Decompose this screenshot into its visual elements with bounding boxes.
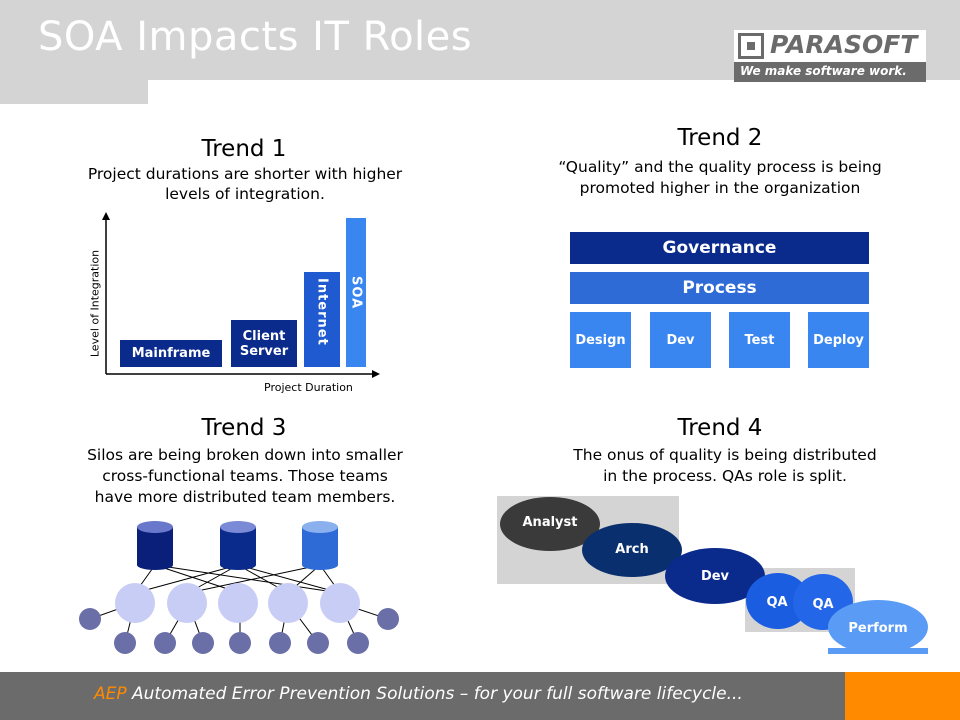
trend1-y-axis-arrow bbox=[102, 212, 110, 220]
member-node bbox=[377, 608, 399, 630]
phase-dev: Dev bbox=[650, 312, 711, 368]
role-arch bbox=[582, 523, 682, 577]
trend3-description-line3: have more distributed team members. bbox=[94, 488, 396, 506]
trend1-bar-internet: Internet bbox=[304, 272, 340, 367]
role-dev-label: Dev bbox=[700, 569, 730, 584]
role-dev bbox=[665, 548, 765, 604]
member-node bbox=[114, 632, 136, 654]
governance-bar: Governance bbox=[570, 232, 869, 264]
parasoft-logo: PARASOFT We make software work. bbox=[734, 30, 926, 84]
footer-accent bbox=[845, 672, 960, 720]
member-node bbox=[229, 632, 251, 654]
trend3-teams bbox=[115, 583, 360, 623]
trend1-x-axis-label: Project Duration bbox=[264, 381, 353, 394]
role-qa-1 bbox=[746, 573, 810, 629]
trend1-heading: Trend 1 bbox=[201, 136, 287, 162]
trend3-description-line1: Silos are being broken down into smaller bbox=[87, 446, 403, 464]
team-node bbox=[167, 583, 207, 623]
member-node bbox=[269, 632, 291, 654]
member-node bbox=[347, 632, 369, 654]
role-qa-2-label: QA bbox=[812, 597, 834, 612]
role-qa-1-label: QA bbox=[766, 595, 788, 610]
logo-tagline-band: We make software work. bbox=[734, 62, 926, 82]
role-analyst-label: Analyst bbox=[522, 515, 578, 530]
role-perform-label: Perform bbox=[848, 621, 908, 636]
trend1-x-axis-arrow bbox=[372, 370, 380, 378]
trend1-bar-client-server: Client Server bbox=[231, 320, 297, 367]
database-1-icon bbox=[137, 521, 173, 570]
role-arch-label: Arch bbox=[615, 542, 649, 557]
trend1-y-axis-label: Level of Integration bbox=[88, 249, 102, 358]
member-node bbox=[79, 608, 101, 630]
trend4-heading: Trend 4 bbox=[677, 415, 763, 441]
trend4-roles-diagram bbox=[497, 496, 928, 654]
logo-tagline: We make software work. bbox=[740, 64, 907, 78]
phase-test: Test bbox=[729, 312, 790, 368]
logo-text: PARASOFT bbox=[770, 30, 918, 59]
trend4-description-line1: The onus of quality is being distributed bbox=[573, 446, 877, 464]
phase-design: Design bbox=[570, 312, 631, 368]
title-background bbox=[0, 0, 148, 104]
trend4-description-line2: in the process. QAs role is split. bbox=[603, 467, 847, 485]
trend3-members bbox=[79, 608, 399, 654]
trend2-description-line1: “Quality” and the quality process is bei… bbox=[558, 158, 882, 176]
team-node bbox=[268, 583, 308, 623]
trend1-bar-soa: SOA bbox=[346, 218, 366, 367]
member-node bbox=[192, 632, 214, 654]
database-3-icon bbox=[302, 521, 338, 570]
trend3-heading: Trend 3 bbox=[201, 415, 287, 441]
trend2-description-line2: promoted higher in the organization bbox=[579, 179, 861, 197]
trend1-bar-internet-label: Internet bbox=[314, 278, 330, 346]
role-perform bbox=[828, 600, 928, 654]
trend3-network-diagram bbox=[79, 521, 399, 654]
trend1-description-line2: levels of integration. bbox=[165, 185, 325, 203]
footer-band bbox=[0, 672, 845, 720]
process-bar: Process bbox=[570, 272, 869, 304]
logo-mark-icon bbox=[738, 33, 764, 59]
trend2-heading: Trend 2 bbox=[677, 125, 763, 151]
role-analyst bbox=[500, 497, 600, 551]
trend1-chart-axes bbox=[102, 212, 380, 378]
footer-text: AEP Automated Error Prevention Solutions… bbox=[94, 684, 743, 704]
logo-top bbox=[734, 30, 926, 62]
member-node bbox=[154, 632, 176, 654]
trend1-description-line1: Project durations are shorter with highe… bbox=[87, 165, 403, 183]
slide-title: SOA Impacts IT Roles bbox=[38, 14, 473, 60]
trend3-description-line2: cross-functional teams. Those teams bbox=[102, 467, 388, 485]
trend1-bar-client-label: Client bbox=[242, 328, 286, 344]
phase-deploy: Deploy bbox=[808, 312, 869, 368]
footer-message: Automated Error Prevention Solutions – f… bbox=[132, 684, 743, 704]
team-node bbox=[320, 583, 360, 623]
footer-brand: AEP bbox=[94, 684, 127, 704]
team-node bbox=[218, 583, 258, 623]
member-node bbox=[307, 632, 329, 654]
trend1-bar-soa-label: SOA bbox=[348, 276, 364, 310]
trend1-bar-mainframe: Mainframe bbox=[120, 340, 222, 367]
trend1-bar-server-label: Server bbox=[239, 343, 289, 359]
database-2-icon bbox=[220, 521, 256, 570]
team-node bbox=[115, 583, 155, 623]
